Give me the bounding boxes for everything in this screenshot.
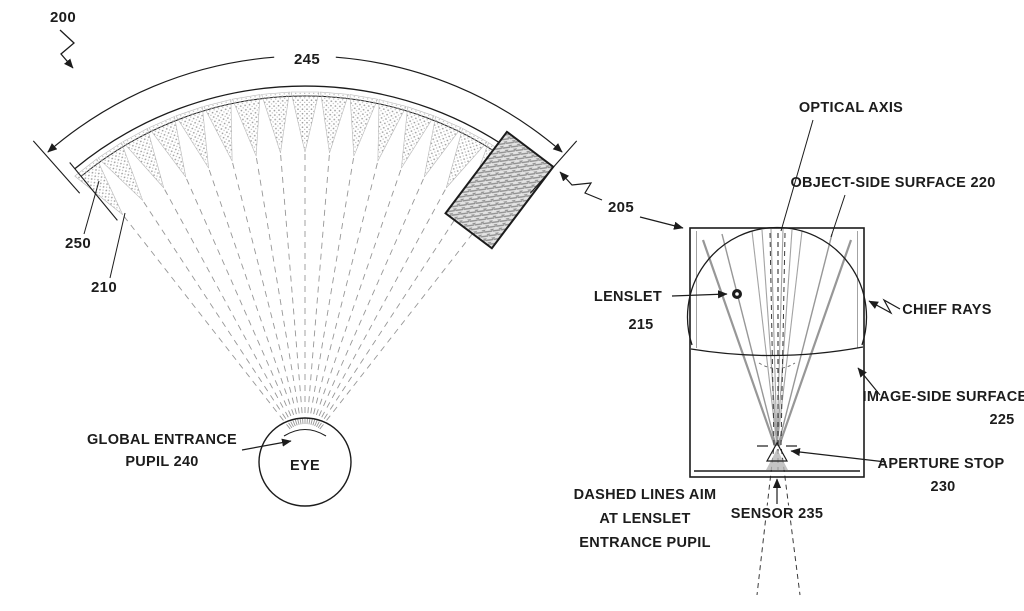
detail-ref-squiggle [559,171,603,201]
entrance-pupil-arc [283,428,327,437]
lenslet [301,116,462,433]
ray [751,230,778,447]
lenslet [294,94,379,428]
ray [761,229,778,447]
lenslet-array-band [74,85,536,439]
lenslet-label-1: LENSLET [594,289,662,305]
image-side-surface-label-1: IMAGE-SIDE SURFACE [863,389,1024,405]
dim-extension-left [32,140,81,194]
lenslet [74,158,302,439]
dimension-label-245: 245 [294,51,320,68]
ray [721,233,777,447]
ray [776,230,803,447]
eye-circle [258,417,352,507]
global-entrance-pupil-label-1: GLOBAL ENTRANCE [87,432,237,448]
aperture-stop-triangle [765,441,789,462]
lenslet-detail-view: OPTICAL AXIS OBJECT-SIDE SURFACE 220 LEN… [574,100,1024,596]
highlighted-lenslet [444,130,555,250]
ray [776,229,793,447]
detail-ref-205: 205 [608,199,634,216]
lenslet [148,116,309,433]
ray-fan-assembly: 245 200 250 210 EYE GLOBAL ENTRANCE PUPI… [32,9,684,507]
dim-arc-right [335,56,563,153]
chief-ray-right [777,239,853,447]
lenslet [231,94,316,428]
lenslet [303,128,488,435]
aperture-stop-label-1: APERTURE STOP [878,456,1005,472]
band-outer-arc [74,85,536,170]
eye-label: EYE [290,458,320,474]
sensor-label: SENSOR 235 [731,506,823,522]
lenslet-ref-210: 210 [91,279,117,296]
ray [776,228,784,447]
figure-ref-squiggle-arrow [59,29,75,69]
lenslet-marker-dot-center [735,292,739,296]
lenslet [292,91,349,426]
chief-ray-left [701,239,777,447]
ray [777,233,833,447]
band-ref-leader [83,180,100,235]
image-side-surface-line [690,346,864,357]
chief-rays-squiggle-arrow [868,298,901,315]
dim-arc-left [47,56,275,153]
object-side-surface-dome [686,226,868,346]
image-side-surface-label-2: 225 [989,412,1014,428]
lenslet-arrow [671,290,728,299]
fan-left-edge [69,162,118,221]
detail-ref-arrow-to-box [639,216,684,230]
dashed-note-line-2: AT LENSLET [599,511,690,527]
ray [770,228,778,447]
dashed-note-line-1: DASHED LINES AIM [574,487,717,503]
lenslet [122,128,307,435]
lenslet-ref-leader [109,212,126,279]
dim-extension-right [529,140,578,194]
aperture-stop-arrow [790,447,887,463]
object-side-surface-leader [830,194,846,238]
lenslet [203,99,314,429]
optical-axis-label: OPTICAL AXIS [799,100,903,116]
figure-ref-200: 200 [50,9,76,26]
lenslet [261,91,318,426]
image-surface-curvature-mark [758,362,796,369]
global-entrance-pupil-arrow [241,438,292,451]
chief-rays-label: CHIEF RAYS [902,302,992,318]
optical-axis-leader [780,119,814,232]
aperture-stop-label-2: 230 [930,479,955,495]
focus-cone [766,449,788,470]
global-entrance-pupil-label-2: PUPIL 240 [125,454,198,470]
image-side-surface-arrow [857,367,881,396]
lenslet-label-2: 215 [628,317,653,333]
dashed-note-line-3: ENTRANCE PUPIL [579,535,711,551]
lenslet [97,142,304,437]
lenslet [296,99,407,429]
object-side-surface-label: OBJECT-SIDE SURFACE 220 [790,175,995,191]
band-ref-250: 250 [65,235,91,252]
lenslet [290,91,320,425]
ray-bundle [701,228,853,447]
